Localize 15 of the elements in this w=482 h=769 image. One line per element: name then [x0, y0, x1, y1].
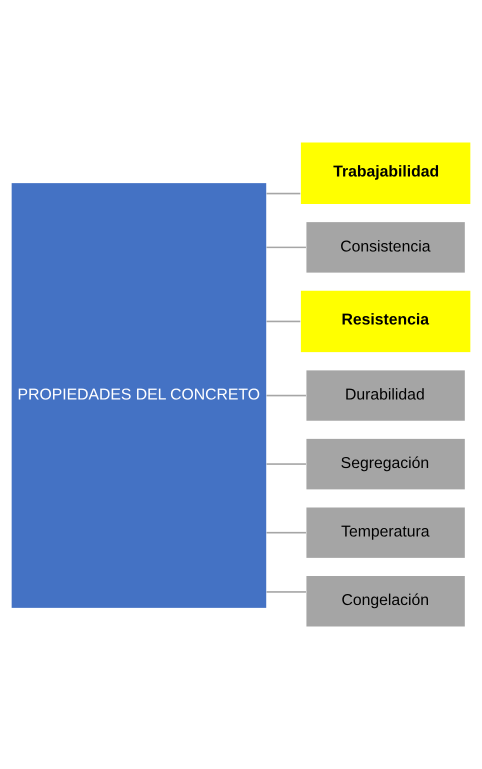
node-box: Segregación — [306, 438, 466, 490]
connector — [266, 463, 306, 465]
connector — [266, 532, 306, 534]
node-box: Durabilidad — [306, 370, 466, 422]
node-box: Temperatura — [306, 506, 466, 559]
node-box: Consistencia — [306, 221, 466, 274]
connector — [266, 246, 306, 248]
connector — [266, 320, 300, 322]
node-box: Trabajabilidad — [300, 142, 472, 205]
connector — [266, 591, 306, 593]
node-box: Congelación — [306, 575, 466, 628]
node-box: Resistencia — [300, 290, 472, 353]
connector — [266, 394, 306, 396]
connector — [266, 192, 300, 194]
node-box: PROPIEDADES DEL CONCRETO — [10, 182, 267, 609]
